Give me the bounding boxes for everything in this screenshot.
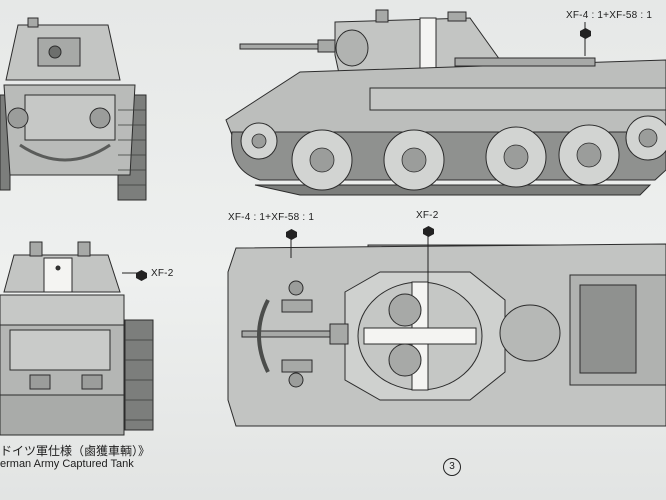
- paint-hexagon-icon: [580, 26, 591, 44]
- caption-english: erman Army Captured Tank: [0, 458, 134, 470]
- caption-japanese: ドイツ軍仕様（鹵獲車輌）》: [0, 444, 151, 458]
- paint-hexagon-icon: [423, 224, 434, 242]
- top-view-hull-paint-callout: XF-4 : 1+XF-58 : 1: [228, 212, 315, 223]
- rear-view-paint-callout: XF-2: [151, 268, 174, 279]
- side-view-paint-callout: XF-4 : 1+XF-58 : 1: [566, 10, 653, 21]
- page-number: 3: [443, 458, 461, 476]
- paint-hexagon-icon: [286, 227, 297, 245]
- top-view-turret-paint-callout: XF-2: [416, 210, 439, 221]
- paint-hexagon-icon: [136, 268, 147, 286]
